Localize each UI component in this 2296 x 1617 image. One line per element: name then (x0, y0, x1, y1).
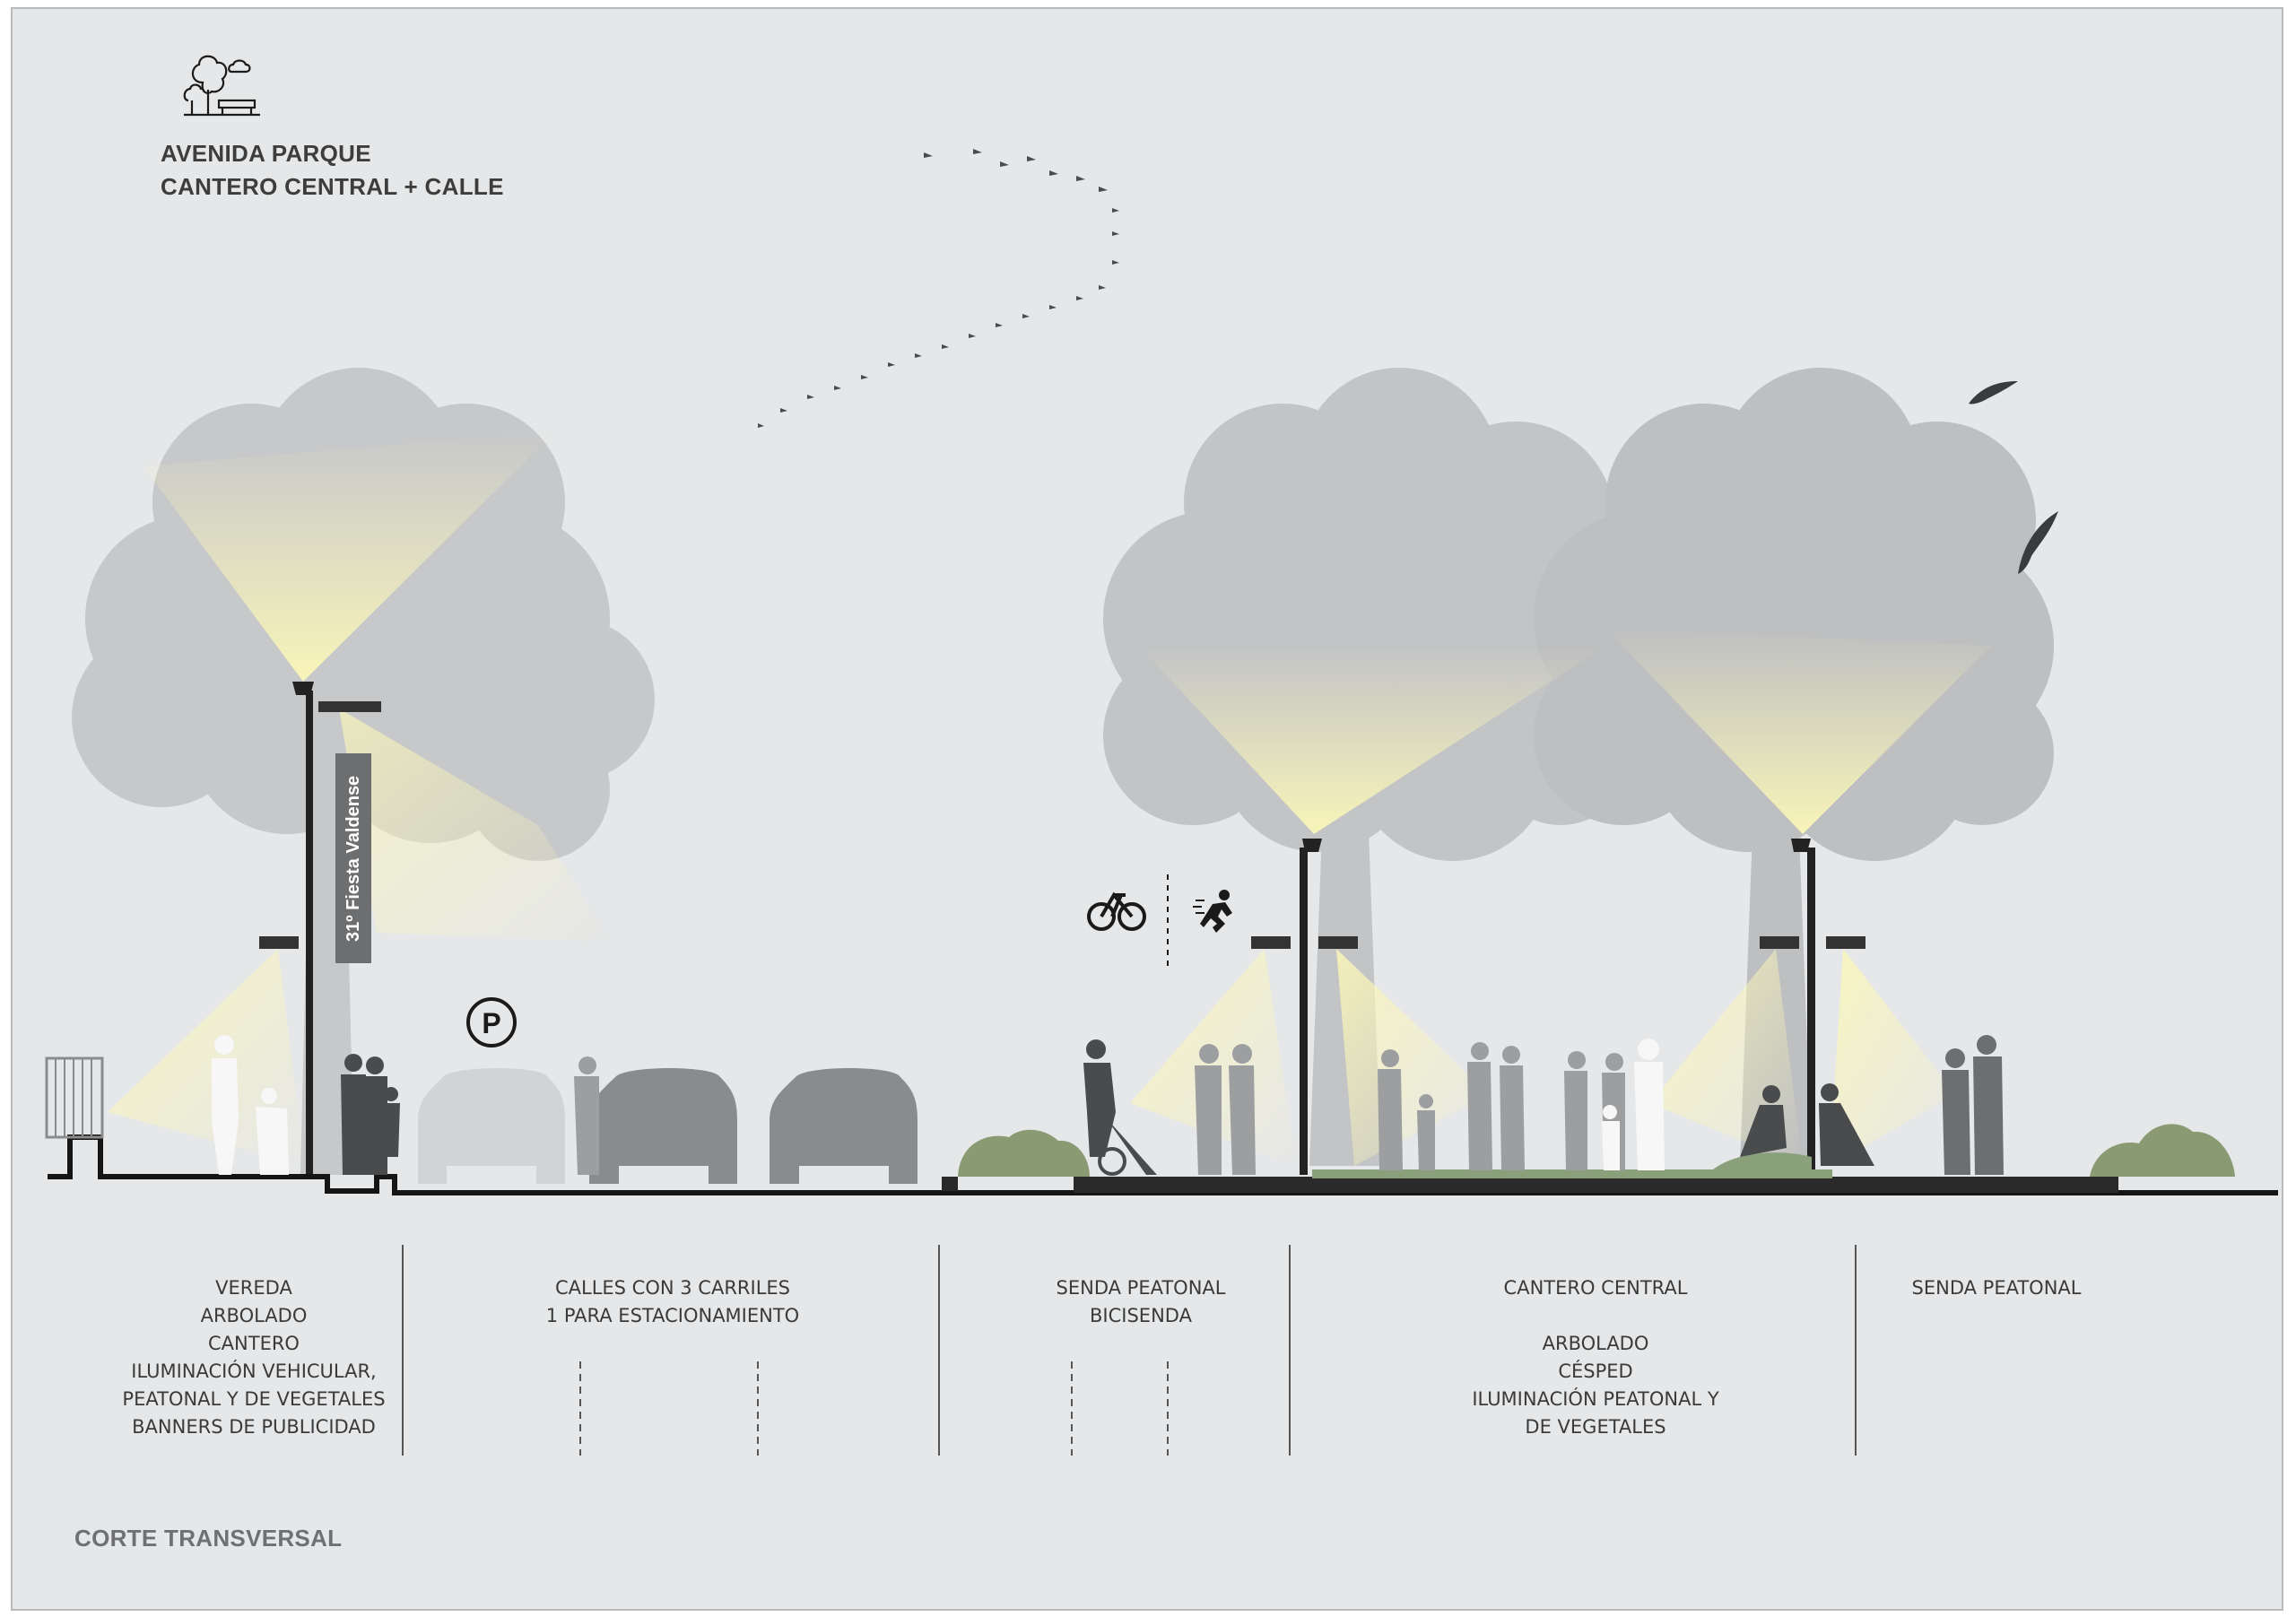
zone-calles-line: CALLES CON 3 CARRILES (554, 1277, 791, 1299)
people-sitting (1740, 1083, 1874, 1166)
glow-left-banner (339, 709, 610, 942)
person-white-crouch (256, 1088, 289, 1175)
runner-icon (1193, 890, 1232, 933)
zone-senda-bici-line: BICISENDA (1090, 1305, 1192, 1326)
grass-mound (1709, 1152, 1812, 1173)
people-center-mid (1195, 1042, 1625, 1175)
title-line-2: CANTERO CENTRAL + CALLE (161, 173, 504, 200)
zone-vereda-line: ARBOLADO (200, 1305, 308, 1326)
zone-cantero-line: DE VEGETALES (1525, 1416, 1666, 1438)
banner: 31º Fiesta Valdense (335, 753, 371, 963)
zone-senda-bici: SENDA PEATONAL BICISENDA (1057, 1274, 1226, 1330)
parking-letter: P (482, 1007, 500, 1039)
zone-vereda-line: BANNERS DE PUBLICIDAD (132, 1416, 376, 1438)
people (212, 1035, 2004, 1176)
glow-center-low-r (1336, 949, 1489, 1166)
zone-calles: CALLES CON 3 CARRILES 1 PARA ESTACIONAMI… (546, 1274, 799, 1330)
car-mid (589, 1068, 737, 1184)
lamp-post-right (1760, 839, 1866, 1175)
shrub-right (2090, 1124, 2235, 1177)
people-right (1942, 1035, 2004, 1175)
person-grey-road (574, 1056, 599, 1175)
zone-cantero: CANTERO CENTRAL ARBOLADO CÉSPED ILUMINAC… (1472, 1274, 1718, 1441)
zone-cantero-line: ILUMINACIÓN PEATONAL Y (1472, 1388, 1719, 1410)
zone-vereda-line: PEATONAL Y DE VEGETALES (122, 1388, 386, 1410)
birds-flock (758, 149, 1119, 428)
person-white-adult (212, 1035, 239, 1175)
railing-bars (55, 1058, 92, 1137)
zone-cantero-line: CÉSPED (1558, 1361, 1633, 1382)
zone-senda-line: SENDA PEATONAL (1911, 1277, 2082, 1299)
people-center-light (1602, 1039, 1665, 1170)
zone-calles-line: 1 PARA ESTACIONAMIENTO (545, 1305, 800, 1326)
banner-text: 31º Fiesta Valdense (344, 776, 363, 942)
zone-cantero-line: CANTERO CENTRAL (1503, 1277, 1688, 1299)
car-light (418, 1068, 565, 1184)
zone-cantero-line (1472, 1302, 1718, 1330)
zone-senda-bici-line: SENDA PEATONAL (1056, 1277, 1226, 1299)
glow-left-low (108, 949, 305, 1166)
zone-vereda-line: ILUMINACIÓN VEHICULAR, (131, 1361, 377, 1382)
light-glows (108, 430, 1991, 1166)
zone-senda: SENDA PEATONAL (1912, 1274, 2082, 1302)
bicycle-icon (1087, 891, 1146, 931)
lamp-post-left (259, 682, 381, 1175)
glow-center-up (1139, 646, 1605, 834)
lamp-post-center (1251, 839, 1358, 1175)
lane-dividers (579, 1361, 1169, 1456)
title-line-1: AVENIDA PARQUE (161, 140, 371, 167)
bird-large-1 (1969, 381, 2018, 404)
park-tree-bench-icon (183, 55, 260, 117)
glow-left-upper (144, 430, 556, 682)
zone-vereda: VEREDA ARBOLADO CANTERO ILUMINACIÓN VEHI… (122, 1274, 385, 1441)
person-dark-group (341, 1054, 400, 1175)
glow-right-low-r (1830, 949, 1955, 1166)
bird-large-2 (2018, 511, 2058, 574)
parking-icon: P (466, 997, 517, 1048)
car-right (770, 1068, 918, 1184)
zone-cantero-line: ARBOLADO (1542, 1333, 1649, 1354)
cyclist (1083, 1039, 1157, 1176)
zone-dividers (402, 1245, 1857, 1456)
footer-label: CORTE TRANSVERSAL (74, 1525, 343, 1552)
zone-vereda-line: VEREDA (215, 1277, 292, 1299)
zone-vereda-line: CANTERO (208, 1333, 300, 1354)
glow-right-up (1605, 628, 1991, 834)
shrub-left (958, 1129, 1090, 1177)
